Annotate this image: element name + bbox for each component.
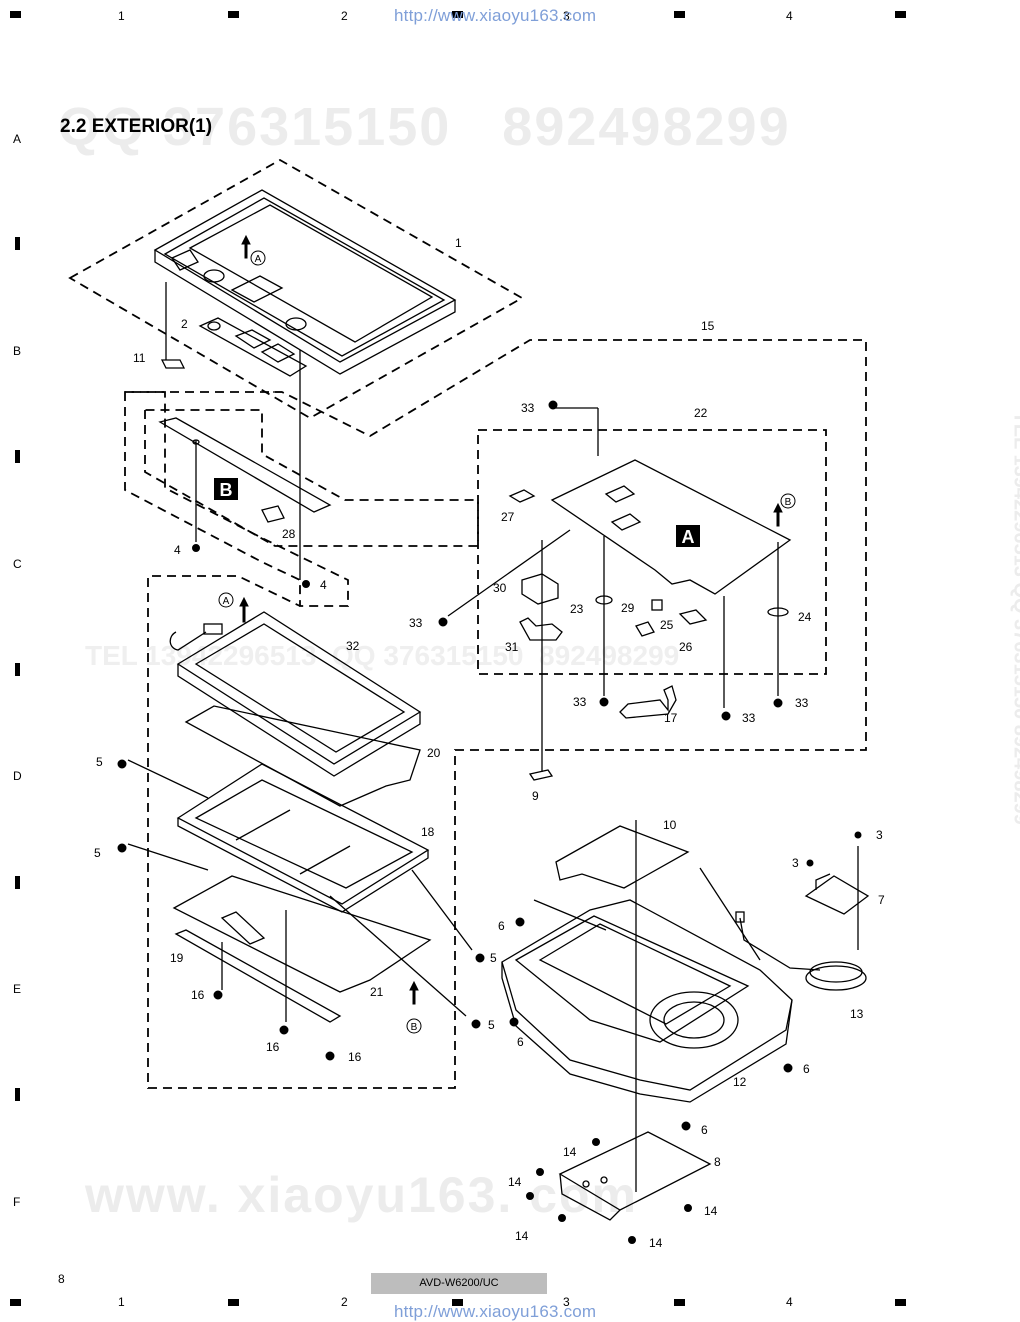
connector-b-bottom: B [411,1022,418,1033]
callout-7: 7 [878,893,885,907]
callout-16b: 16 [266,1040,280,1054]
callout-6a: 6 [498,919,505,933]
callout-14a: 14 [563,1145,577,1159]
callout-22: 22 [694,406,708,420]
callout-2: 2 [181,317,188,331]
callout-16c: 16 [348,1050,362,1064]
callout-18: 18 [421,825,435,839]
callout-19: 19 [170,951,184,965]
callout-17: 17 [664,711,678,725]
svg-text:A: A [682,527,695,547]
registration-mark [228,1299,239,1306]
callout-25: 25 [660,618,674,632]
block-label-b: B [214,478,238,500]
callout-27: 27 [501,510,515,524]
callout-20: 20 [427,746,441,760]
callout-29: 29 [621,601,635,615]
column-number-1-bottom: 1 [118,1295,125,1309]
callout-33b: 33 [409,616,423,630]
callout-13: 13 [850,1007,864,1021]
footer-url[interactable]: http://www.xiaoyu163.com [394,1302,596,1322]
callout-3b: 3 [876,828,883,842]
callout-5d: 5 [488,1018,495,1032]
connector-a-bottom: A [223,596,230,607]
callout-32: 32 [346,639,360,653]
callout-11: 11 [133,351,146,365]
callout-24: 24 [798,610,812,624]
callout-14d: 14 [649,1236,663,1250]
callout-12: 12 [733,1075,747,1089]
block-label-a: A [676,525,700,547]
callout-9: 9 [532,789,539,803]
page-number: 8 [58,1272,65,1286]
callout-33a: 33 [521,401,535,415]
registration-mark [10,1299,21,1306]
callout-6b: 6 [517,1035,524,1049]
callout-10: 10 [663,818,677,832]
callout-5c: 5 [490,951,497,965]
callout-26: 26 [679,640,693,654]
callout-33d: 33 [742,711,756,725]
callout-31: 31 [505,640,519,654]
registration-mark [674,1299,685,1306]
column-number-2-bottom: 2 [341,1295,348,1309]
svg-text:B: B [220,480,233,500]
callout-21: 21 [370,985,384,999]
callout-8: 8 [714,1155,721,1169]
callout-23: 23 [570,602,584,616]
column-number-4-bottom: 4 [786,1295,793,1309]
model-number: AVD-W6200/UC [371,1273,547,1294]
registration-mark [895,1299,906,1306]
connector-b-top: B [785,497,792,508]
callout-labels: 1 2 3 3 4 4 5 5 5 5 6 6 6 6 7 8 9 10 11 … [94,236,885,1250]
callout-4a: 4 [174,543,181,557]
callout-14c: 14 [515,1229,529,1243]
connector-a-top: A [255,254,262,265]
callout-6d: 6 [701,1123,708,1137]
callout-14e: 14 [704,1204,718,1218]
callout-30: 30 [493,581,507,595]
callout-1: 1 [455,236,462,250]
callout-28: 28 [282,527,296,541]
callout-5a: 5 [96,755,103,769]
callout-33e: 33 [795,696,809,710]
callout-3a: 3 [792,856,799,870]
callout-16a: 16 [191,988,205,1002]
callout-4b: 4 [320,578,327,592]
callout-14b: 14 [508,1175,522,1189]
callout-6c: 6 [803,1062,810,1076]
callout-5b: 5 [94,846,101,860]
callout-15: 15 [701,319,715,333]
callout-33c: 33 [573,695,587,709]
